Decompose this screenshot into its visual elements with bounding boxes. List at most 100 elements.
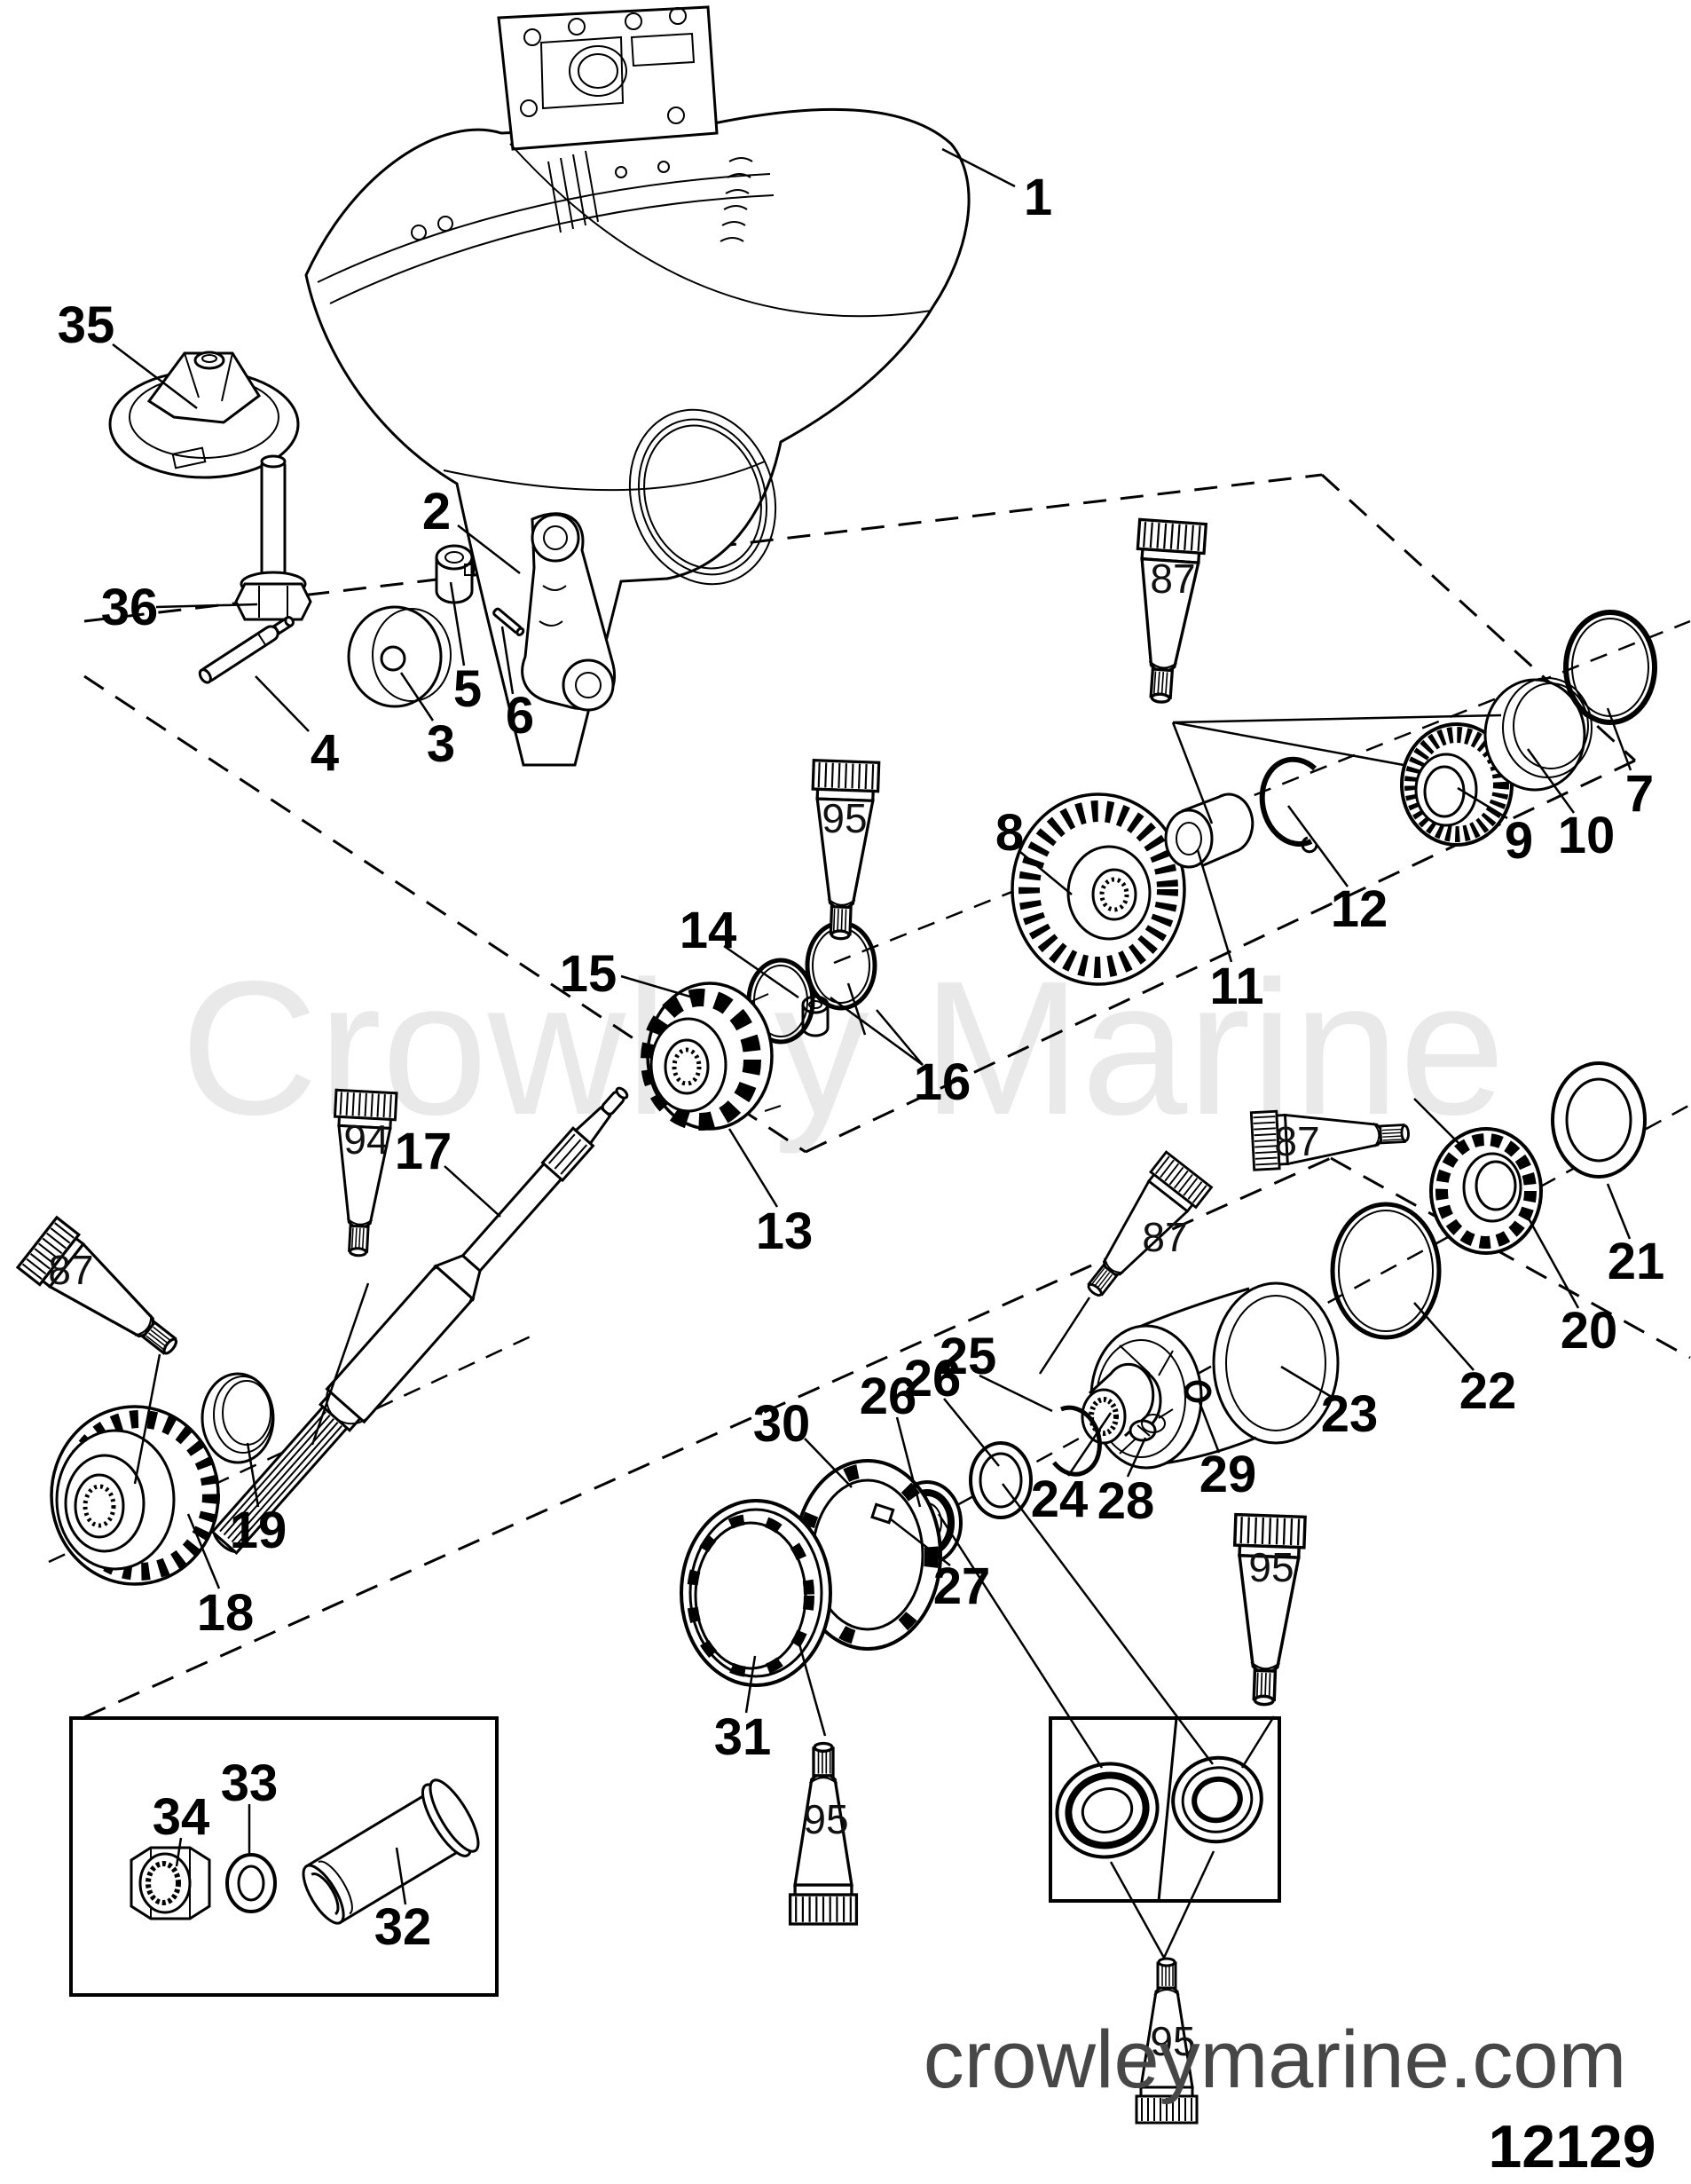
- leader-line-14: [723, 944, 799, 999]
- part-1-gear-housing: [304, 5, 971, 767]
- leader-line-12: [1286, 805, 1349, 887]
- part-32-sleeve: [302, 1778, 480, 1925]
- leader-line-2: [457, 524, 521, 574]
- leader-line-31: [744, 1655, 757, 1714]
- leader-line-27: [890, 1518, 951, 1566]
- part-13-clutch-dog: [641, 982, 782, 1131]
- connector-line: [1038, 1297, 1091, 1375]
- leader-line-13: [728, 1128, 779, 1208]
- callout-12-retaining-ring: 12: [1331, 880, 1388, 938]
- connector-line: [1162, 1850, 1215, 1959]
- leader-line-19: [246, 1442, 260, 1508]
- lubricant-tube-95: [811, 759, 881, 941]
- leader-line-17: [444, 1165, 501, 1218]
- tube-label-87: 87: [1142, 1214, 1187, 1260]
- lubricant-tube-87: [1087, 1150, 1214, 1297]
- leader-line-22: [1413, 1302, 1475, 1371]
- part-36-bolt: [234, 454, 312, 621]
- leader-line-24: [1066, 1412, 1113, 1477]
- lubricant-tube-95: [788, 1741, 859, 1926]
- leader-line-16: [830, 996, 924, 1067]
- callout-22-o-ring-large: 22: [1459, 1362, 1517, 1420]
- callout-27-key: 27: [933, 1557, 991, 1615]
- callout-26-oil-seal: 26: [904, 1350, 962, 1407]
- part-18-reverse-gear: [50, 1405, 220, 1586]
- leader-line-1: [941, 147, 1016, 188]
- leader-line-16: [876, 1009, 924, 1066]
- callout-33-washer: 33: [221, 1754, 279, 1812]
- tube-label-95: 95: [803, 1796, 848, 1842]
- lubricant-tube-94: [333, 1088, 398, 1258]
- connector-line: [1240, 1715, 1276, 1769]
- part-8-forward-gear: [1011, 792, 1186, 986]
- footer-watermark-url: crowleymarine.com: [924, 2014, 1626, 2105]
- callout-26-oil-seal: 26: [860, 1368, 917, 1425]
- callout-20-ball-bearing: 20: [1561, 1302, 1618, 1360]
- leader-line-20: [1522, 1210, 1580, 1309]
- callout-30-tab-washer: 30: [753, 1395, 811, 1453]
- leader-line-34: [175, 1837, 183, 1867]
- tube-label-87: 87: [48, 1247, 93, 1293]
- part-11-spacer-bushing: [1164, 792, 1254, 869]
- callout-6-small-pin: 6: [506, 687, 534, 745]
- callout-17-propeller-shaft: 17: [395, 1123, 452, 1180]
- leader-line-18: [186, 1513, 221, 1589]
- callout-24-needle-bushing: 24: [1031, 1470, 1089, 1528]
- leader-line-7: [1606, 707, 1632, 771]
- part-28-screw: [1129, 1408, 1174, 1442]
- leader-line-23: [1280, 1365, 1335, 1400]
- callout-19-thrust-ring: 19: [230, 1502, 287, 1559]
- inset-box-left: [69, 1716, 499, 1997]
- leader-line-25: [979, 1374, 1053, 1413]
- part-27-key: [870, 1502, 895, 1525]
- callout-9-tapered-bearing: 9: [1505, 812, 1533, 870]
- tube-label-95: 95: [822, 795, 867, 841]
- callout-25-c-ring: 25: [940, 1328, 997, 1385]
- part-19-thrust-ring: [201, 1372, 275, 1464]
- part-21-thrust-washer: [1551, 1061, 1647, 1179]
- connector-line: [1002, 1483, 1214, 1765]
- callout-21-thrust-washer: 21: [1608, 1233, 1665, 1290]
- tube-label-95: 95: [1150, 2018, 1195, 2064]
- callout-10-bearing-race: 10: [1558, 807, 1616, 864]
- callout-23-bearing-carrier: 23: [1321, 1385, 1379, 1443]
- part-33-washer: [225, 1853, 277, 1913]
- tube-label-95: 95: [1248, 1544, 1294, 1590]
- leader-line-36: [155, 603, 258, 609]
- connector-line: [1172, 714, 1502, 724]
- leader-line-26: [943, 1398, 1000, 1467]
- callout-32-sleeve: 32: [374, 1898, 432, 1956]
- part-10-bearing-race: [1483, 677, 1593, 792]
- connector-line: [1171, 721, 1214, 824]
- callout-8-forward-gear: 8: [995, 804, 1024, 862]
- callout-16-retainer-rings: 16: [914, 1053, 971, 1111]
- connector-line: [937, 1513, 1104, 1769]
- connector-line: [846, 982, 867, 1036]
- leader-line-5: [449, 581, 466, 666]
- tube-label-87: 87: [1150, 556, 1195, 602]
- callout-5-slider-bushing: 5: [453, 660, 482, 718]
- part-26-oil-seal-inset: [1055, 1762, 1160, 1859]
- leader-line-35: [112, 343, 198, 409]
- part-24-needle-bushing: [1081, 1362, 1155, 1445]
- part-26-oil-seal: [969, 1441, 1033, 1519]
- callout-35-trim-tab-anode: 35: [58, 296, 115, 354]
- part-3-cam-follower: [347, 605, 452, 708]
- lubricant-tube-87: [1136, 517, 1208, 704]
- tube-label-87: 87: [1274, 1118, 1319, 1164]
- callout-11-spacer-bushing: 11: [1209, 958, 1263, 1015]
- part-35-trim-tab: [108, 351, 300, 479]
- part-29-small-o-ring: [1184, 1380, 1212, 1403]
- leader-line-21: [1606, 1183, 1632, 1240]
- lubricant-tube-87: [15, 1215, 178, 1355]
- leader-line-15: [620, 974, 700, 1001]
- lubricant-tube-87: [1249, 1109, 1410, 1171]
- leader-line-3: [399, 672, 435, 721]
- leader-line-4: [255, 675, 310, 732]
- part-6-small-pin: [492, 607, 525, 636]
- part-12-retaining-ring: [1259, 756, 1318, 854]
- callout-36-anode-bolt: 36: [101, 579, 159, 636]
